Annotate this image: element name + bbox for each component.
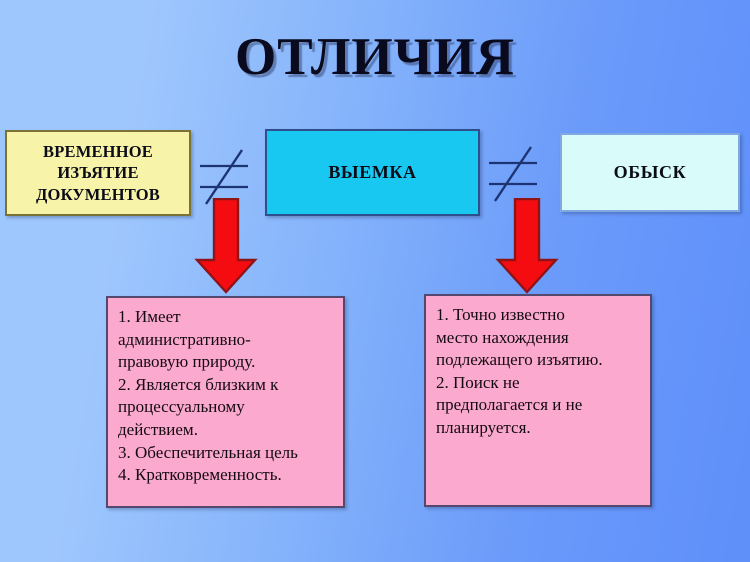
concept-label-line: ДОКУМЕНТОВ bbox=[36, 184, 160, 204]
not-equal-icon bbox=[487, 143, 547, 205]
down-arrow-icon bbox=[193, 197, 259, 294]
page-title: ОТЛИЧИЯ bbox=[234, 28, 516, 86]
detail-line: место нахождения bbox=[436, 327, 569, 347]
detail-box-temporary-seizure: 1. Имеет административно- правовую приро… bbox=[106, 296, 345, 508]
detail-line: планируется. bbox=[436, 418, 531, 438]
detail-line: 2. Поиск не bbox=[436, 372, 520, 392]
concept-label-seizure: ВЫЕМКА bbox=[328, 162, 417, 182]
concept-box-temporary-seizure: ВРЕМЕННОЕ ИЗЪЯТИЕ ДОКУМЕНТОВ bbox=[5, 130, 191, 216]
concept-box-seizure: ВЫЕМКА bbox=[265, 129, 480, 216]
concept-label-temporary-seizure: ВРЕМЕННОЕ ИЗЪЯТИЕ ДОКУМЕНТОВ bbox=[36, 141, 160, 205]
concept-label-search: ОБЫСК bbox=[613, 162, 687, 182]
detail-line: 3. Обеспечительная цель bbox=[118, 442, 298, 462]
detail-line: правовую природу. bbox=[118, 352, 256, 372]
down-arrow-icon bbox=[494, 197, 560, 294]
concept-box-search: ОБЫСК bbox=[560, 133, 740, 212]
detail-line: предполагается и не bbox=[436, 395, 583, 415]
detail-line: действием. bbox=[118, 420, 198, 440]
concept-label-line: ВРЕМЕННОЕ bbox=[43, 141, 153, 161]
detail-line: 4. Кратковременность. bbox=[118, 465, 282, 485]
detail-line: 2. Является близким к bbox=[118, 374, 279, 394]
not-equal-icon bbox=[198, 146, 258, 208]
detail-line: процессуальному bbox=[118, 397, 245, 417]
detail-line: 1. Имеет bbox=[118, 307, 181, 326]
detail-box-seizure: 1. Точно известно место нахождения подле… bbox=[424, 294, 652, 507]
concept-label-line: ИЗЪЯТИЕ bbox=[57, 163, 139, 183]
detail-line: 1. Точно известно bbox=[436, 305, 565, 324]
detail-line: административно- bbox=[118, 329, 251, 349]
detail-line: подлежащего изъятию. bbox=[436, 350, 603, 370]
